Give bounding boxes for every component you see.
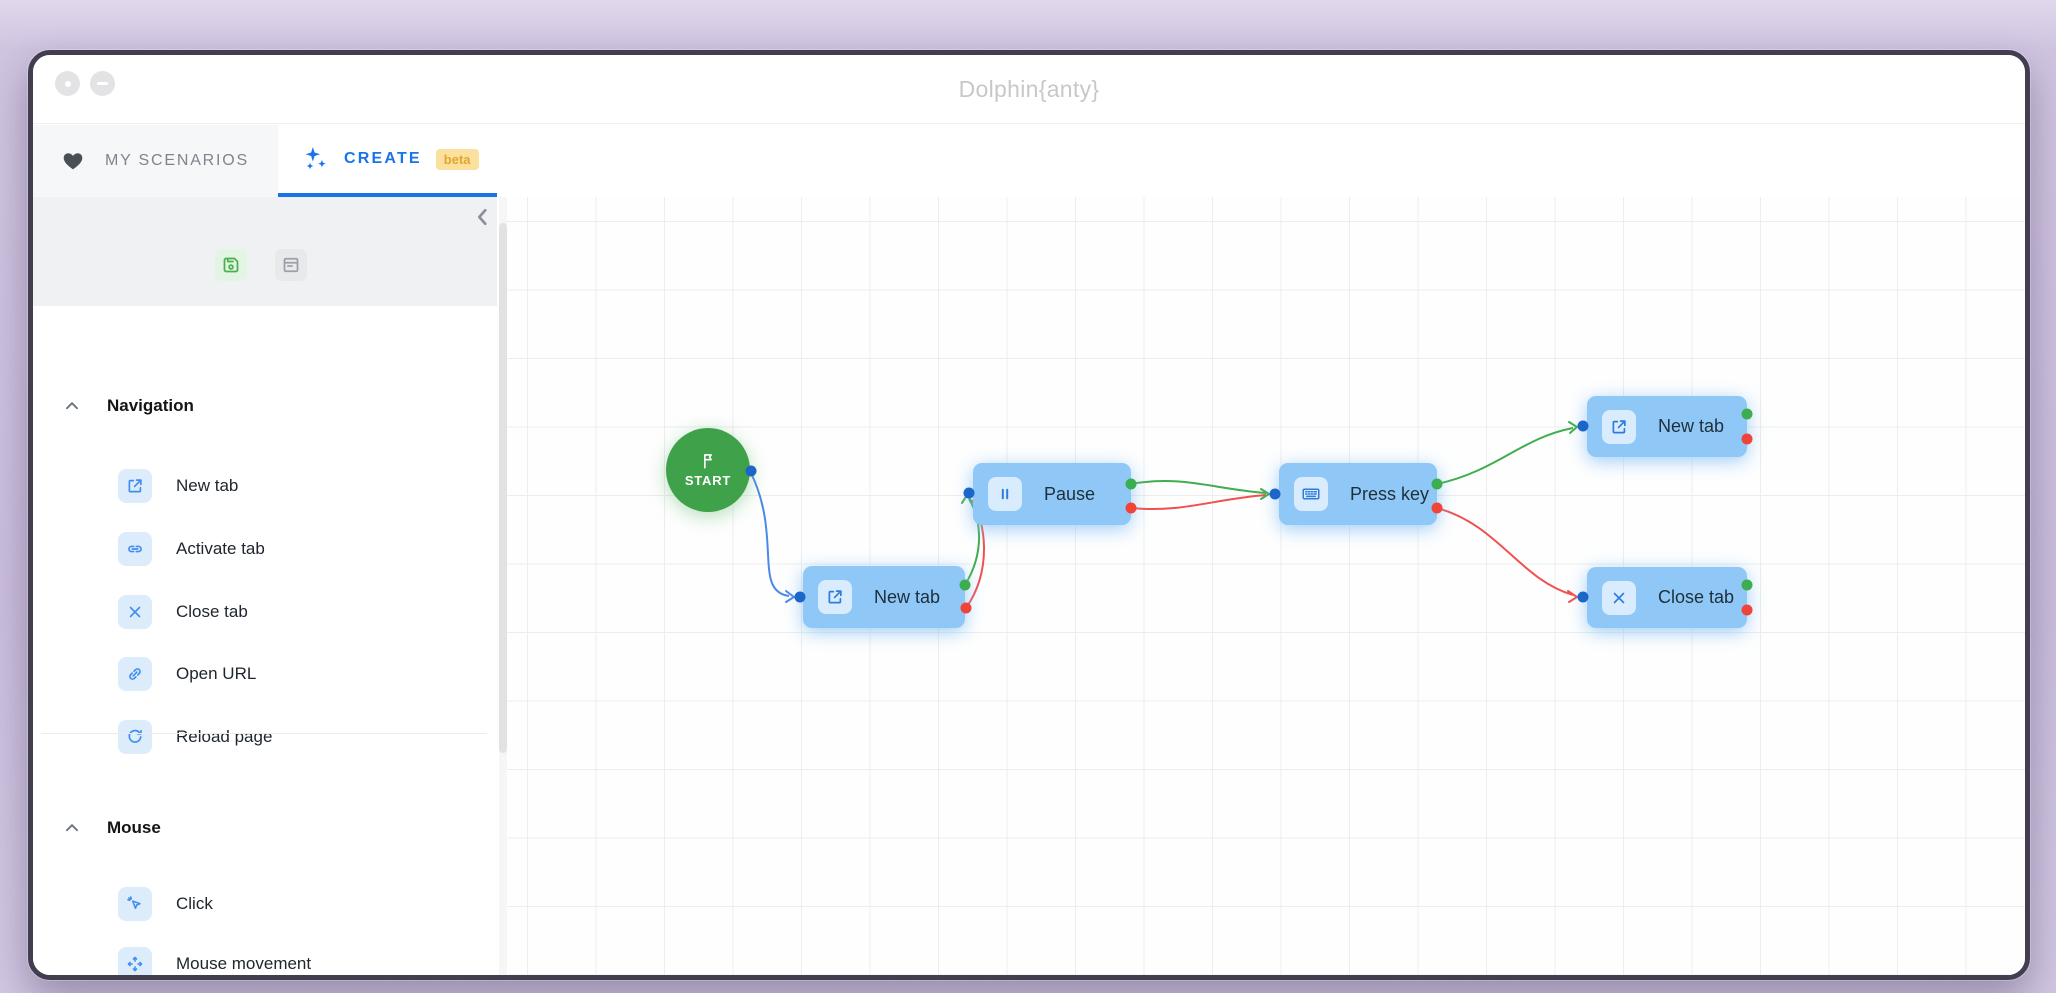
section-mouse-label: Mouse [107,818,161,837]
sidebar-item-reload-page[interactable]: Reload page [118,720,272,754]
click-icon [127,896,141,910]
node-label: Close tab [1658,587,1735,607]
scenario-canvas[interactable]: START New tab Pause Press key New tab Cl… [507,197,2025,975]
input-port[interactable] [1577,420,1589,432]
new-tab-icon [1612,419,1626,433]
flag-icon [704,454,712,469]
beta-badge: beta [435,148,479,170]
sidebar-item-close-tab[interactable]: Close tab [118,595,248,629]
node-label: New tab [1658,416,1725,436]
floppy-disk-icon [223,257,239,273]
sidebar-item-label: Mouse movement [176,954,312,973]
sidebar-tool-panel [33,197,497,306]
back-button[interactable] [55,71,80,96]
edge-newtab-pause-success[interactable] [964,498,980,586]
tab-bar: MY SCENARIOS CREATE beta [33,125,2025,262]
tab-my-scenarios-label: MY SCENARIOS [105,152,249,169]
sidebar-item-click[interactable]: Click [118,887,213,921]
chevron-left-icon [477,208,487,226]
close-tab-icon [1613,592,1625,603]
close-tab-icon [129,606,141,618]
app-window: Dolphin{anty} MY SCENARIOS CREATE beta [28,50,2030,980]
node-close-tab[interactable]: Close tab [1587,567,1747,628]
keyboard-icon [1302,488,1320,500]
heart-icon [63,153,83,170]
arrowhead [1567,590,1578,603]
mouse-movement-icon [127,956,143,972]
output-port-error[interactable] [1125,502,1137,514]
node-new-tab-2[interactable]: New tab [1587,396,1747,457]
new-tab-icon [828,590,842,604]
back-icon [64,80,71,87]
open-url-icon [129,668,141,680]
output-port-success[interactable] [1741,408,1753,420]
output-port-success[interactable] [1431,478,1443,490]
output-port-error[interactable] [1741,604,1753,616]
pause-icon [1001,488,1009,500]
node-label: START [684,473,732,488]
sidebar-item-open-url[interactable]: Open URL [118,657,256,691]
activate-tab-icon [128,545,142,553]
tab-my-scenarios[interactable]: MY SCENARIOS [33,125,278,197]
collapse-sidebar-button[interactable] [471,205,495,229]
chevron-up-icon [65,402,79,410]
arrowhead [785,590,795,603]
output-port-success[interactable] [1741,579,1753,591]
output-port-error[interactable] [1741,433,1753,445]
sidebar-item-label: Open URL [176,664,257,683]
reload-page-icon [128,729,142,743]
section-mouse[interactable]: Mouse [63,818,161,838]
minimize-icon [97,81,108,86]
app-title: Dolphin{anty} [958,76,1100,102]
sidebar-item-activate-tab[interactable]: Activate tab [118,532,265,566]
output-port[interactable] [745,465,757,477]
output-port-success[interactable] [959,579,971,591]
output-port-success[interactable] [1125,478,1137,490]
arrowhead [1260,488,1270,500]
tab-create[interactable]: CREATE beta [278,125,497,197]
sidebar-scrollbar[interactable] [499,197,507,975]
input-port[interactable] [963,487,975,499]
sidebar-item-label: New tab [176,476,239,495]
sidebar-item-label: Reload page [176,727,273,746]
arrowhead [1568,421,1578,434]
new-tab-icon [128,479,142,493]
node-press-key[interactable]: Press key [1279,463,1437,525]
save-button[interactable] [215,249,247,281]
edge-start-newtab[interactable] [750,472,790,597]
sidebar-scrollbar-thumb[interactable] [499,223,507,753]
input-port[interactable] [794,591,806,603]
sidebar-item-mouse-movement[interactable]: Mouse movement [118,947,311,975]
form-icon [283,257,299,273]
node-label: Pause [1044,483,1096,504]
input-port[interactable] [1269,488,1281,500]
docs-button[interactable] [275,249,307,281]
blocks-sidebar: Navigation New tab Activate tab Close ta… [33,306,497,975]
node-new-tab-1[interactable]: New tab [803,566,965,628]
node-label: New tab [874,586,941,607]
node-label: Press key [1350,483,1430,504]
section-divider [41,733,487,734]
minimize-button[interactable] [90,71,115,96]
sidebar-item-new-tab[interactable]: New tab [118,469,238,503]
node-pause[interactable]: Pause [973,463,1131,525]
sparkles-icon [305,147,326,170]
output-port-error[interactable] [1431,502,1443,514]
node-start[interactable]: START [666,428,750,512]
input-port[interactable] [1577,591,1589,603]
output-port-error[interactable] [960,602,972,614]
edge-presskey-newtab2-success[interactable] [1436,427,1574,485]
edge-presskey-closetab-error[interactable] [1436,507,1574,596]
edge-pause-presskey-error[interactable] [1130,494,1267,511]
title-bar: Dolphin{anty} [33,55,2025,124]
edge-pause-presskey-success[interactable] [1130,480,1267,494]
tab-create-label: CREATE [344,150,422,167]
sidebar-item-label: Activate tab [176,539,265,558]
chevron-up-icon [65,824,79,832]
edges-layer [750,421,1578,609]
section-navigation[interactable]: Navigation [63,396,194,416]
section-navigation-label: Navigation [107,396,194,415]
sidebar-item-label: Click [176,894,213,913]
sidebar-item-label: Close tab [176,602,248,621]
